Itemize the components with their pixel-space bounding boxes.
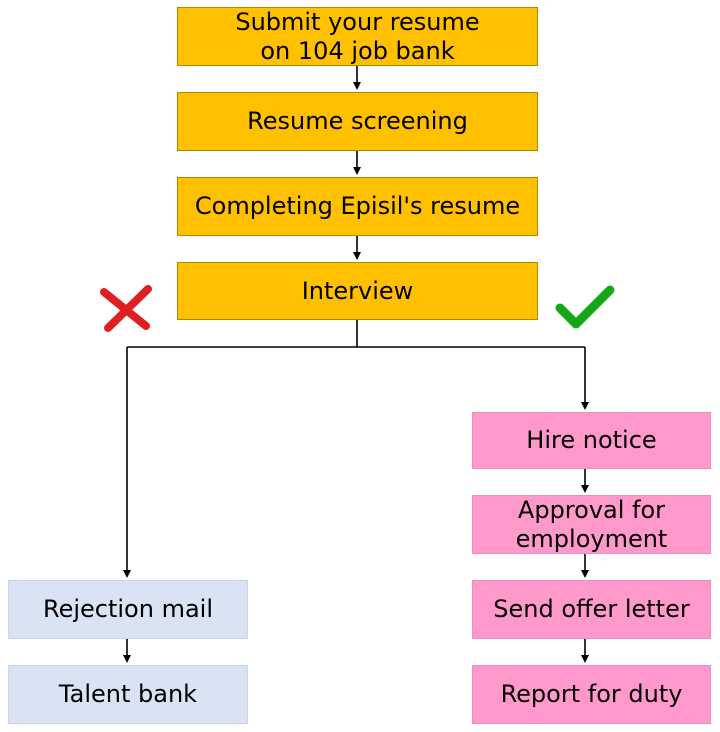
cross-icon xyxy=(100,285,152,332)
step-completing-resume-label: Completing Episil's resume xyxy=(194,192,521,220)
step-talent-bank: Talent bank xyxy=(8,665,248,724)
step-send-offer: Send offer letter xyxy=(472,580,711,639)
step-interview-label: Interview xyxy=(301,276,414,305)
step-hire-notice: Hire notice xyxy=(472,412,711,469)
step-report-duty-label: Report for duty xyxy=(500,680,683,708)
step-approval-employment: Approval for employment xyxy=(472,495,711,554)
step-hire-notice-label: Hire notice xyxy=(526,426,657,454)
step-rejection-mail-label: Rejection mail xyxy=(42,595,213,623)
step-completing-resume: Completing Episil's resume xyxy=(177,177,538,236)
step-approval-employment-label: Approval for employment xyxy=(515,495,668,553)
step-resume-screening: Resume screening xyxy=(177,92,538,151)
step-submit-resume: Submit your resume on 104 job bank xyxy=(177,7,538,66)
step-interview: Interview xyxy=(177,262,538,320)
step-report-duty: Report for duty xyxy=(472,665,711,724)
check-icon xyxy=(555,285,615,329)
step-resume-screening-label: Resume screening xyxy=(247,107,468,135)
step-rejection-mail: Rejection mail xyxy=(8,580,248,639)
step-talent-bank-label: Talent bank xyxy=(58,680,198,708)
step-send-offer-label: Send offer letter xyxy=(493,595,690,623)
step-submit-resume-label: Submit your resume on 104 job bank xyxy=(235,7,480,65)
